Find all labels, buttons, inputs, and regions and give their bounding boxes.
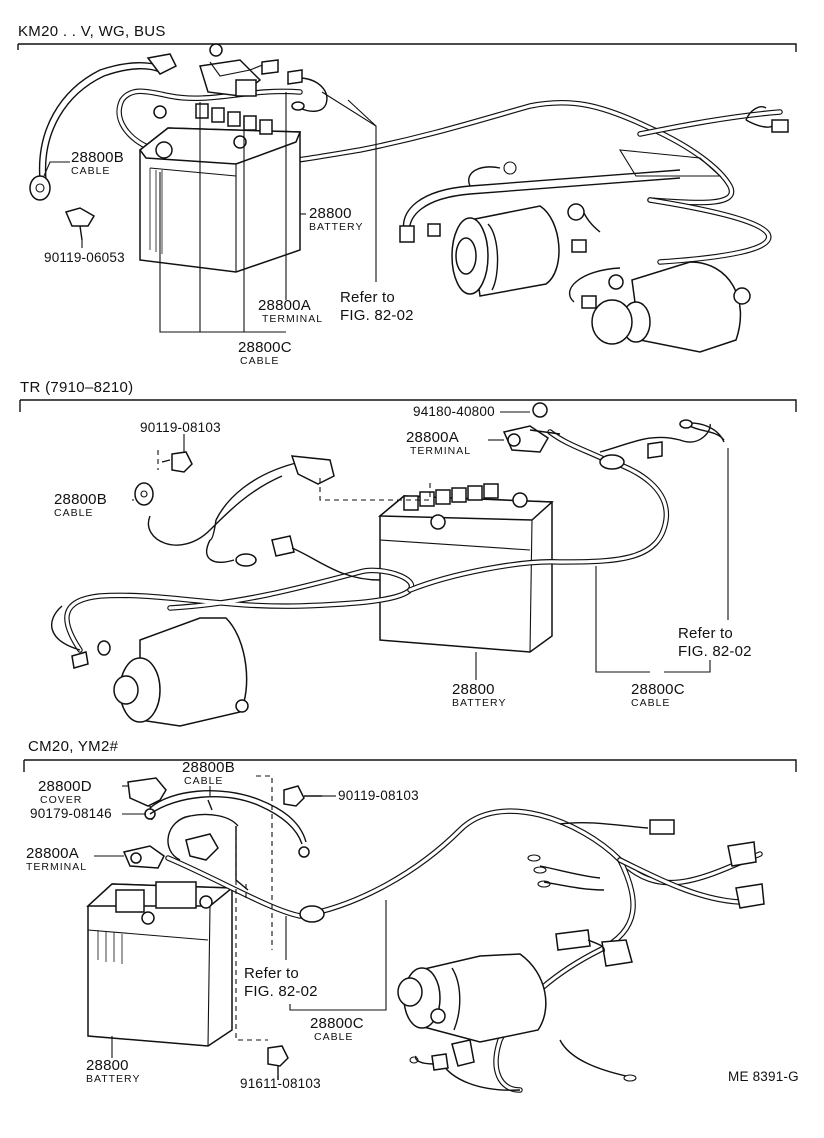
name-battery: BATTERY [86, 1073, 140, 1085]
pn-28800: 28800 [452, 681, 495, 698]
section-title: TR (7910–8210) [20, 379, 133, 396]
leader [347, 99, 377, 127]
pn-28800A: 28800A [26, 845, 79, 862]
section-title: CM20, YM2# [28, 738, 119, 755]
pn-28800: 28800 [86, 1057, 129, 1074]
starter-km20 [451, 205, 560, 297]
cover-28800D [127, 777, 167, 821]
pn-91611-08103: 91611-08103 [240, 1076, 321, 1091]
battery-cable-loop [116, 88, 783, 265]
leader [159, 92, 287, 333]
refer-fig: FIG. 82-02 [340, 307, 414, 324]
terminal-tr [502, 402, 561, 453]
battery-tr [377, 483, 554, 653]
bolt-90119-08103-cm20 [283, 785, 322, 807]
figure-code: ME 8391-G [728, 1069, 799, 1084]
section-km20: KM20 . . V, WG, BUS [17, 23, 797, 367]
name-cable: CABLE [631, 697, 670, 709]
battery-caps [403, 483, 499, 511]
refer-to: Refer to [340, 289, 395, 306]
leader [664, 660, 711, 673]
battery-cable-cm20 [149, 790, 765, 1093]
pn-28800A: 28800A [406, 429, 459, 446]
name-cable: CABLE [240, 355, 279, 367]
section-bracket [23, 759, 797, 772]
bolt-90119-08103 [161, 451, 193, 473]
pn-28800C: 28800C [310, 1015, 364, 1032]
name-cable: CABLE [54, 507, 93, 519]
pn-94180-40800: 94180-40800 [413, 404, 495, 419]
dashed-guide [235, 775, 273, 1041]
name-terminal: TERMINAL [26, 861, 87, 873]
bolt-91611-08103 [267, 1045, 289, 1080]
section-tr: TR (7910–8210) [19, 379, 797, 727]
terminal-cluster [199, 43, 328, 112]
pn-90119-08103: 90119-08103 [140, 420, 221, 435]
section-title: KM20 . . V, WG, BUS [18, 23, 166, 40]
battery-cm20 [86, 881, 235, 1047]
leader [595, 566, 650, 673]
leader [43, 161, 70, 177]
pn-28800B: 28800B [54, 491, 107, 508]
negative-cable [29, 53, 178, 201]
pn-90119-08103: 90119-08103 [338, 788, 419, 803]
pn-28800A: 28800A [258, 297, 311, 314]
name-cable: CABLE [314, 1031, 353, 1043]
name-cover: COVER [40, 794, 82, 806]
pn-90119-06053: 90119-06053 [44, 250, 125, 265]
name-battery: BATTERY [309, 221, 363, 233]
starter-cm20 [397, 953, 547, 1043]
leader [321, 91, 377, 282]
name-terminal: TERMINAL [410, 445, 471, 457]
bolt-90119-06053 [64, 207, 96, 241]
battery-cable-tr [51, 419, 725, 669]
section-cm20: CM20, YM2# [23, 738, 797, 1093]
name-terminal: TERMINAL [262, 313, 323, 325]
pn-28800C: 28800C [238, 339, 292, 356]
pn-28800B: 28800B [71, 149, 124, 166]
pn-28800C: 28800C [631, 681, 685, 698]
refer-fig: FIG. 82-02 [244, 983, 318, 1000]
refer-to: Refer to [244, 965, 299, 982]
refer-to: Refer to [678, 625, 733, 642]
battery-caps [195, 103, 273, 135]
pn-90179-08146: 90179-08146 [30, 806, 112, 821]
section-bracket [19, 399, 797, 412]
terminal-cm20 [122, 845, 165, 869]
pn-28800B: 28800B [182, 759, 235, 776]
small-wires-km20 [399, 106, 789, 309]
name-cable: CABLE [184, 775, 223, 787]
refer-fig: FIG. 82-02 [678, 643, 752, 660]
pn-28800D: 28800D [38, 778, 92, 795]
alternator-km20 [591, 261, 751, 353]
name-battery: BATTERY [452, 697, 506, 709]
name-cable: CABLE [71, 165, 110, 177]
section-bracket [17, 43, 797, 52]
leader [289, 900, 387, 1011]
starter-tr [113, 617, 249, 727]
battery-km20 [138, 103, 302, 273]
pn-28800: 28800 [309, 205, 352, 222]
dashed-guide [157, 450, 431, 501]
